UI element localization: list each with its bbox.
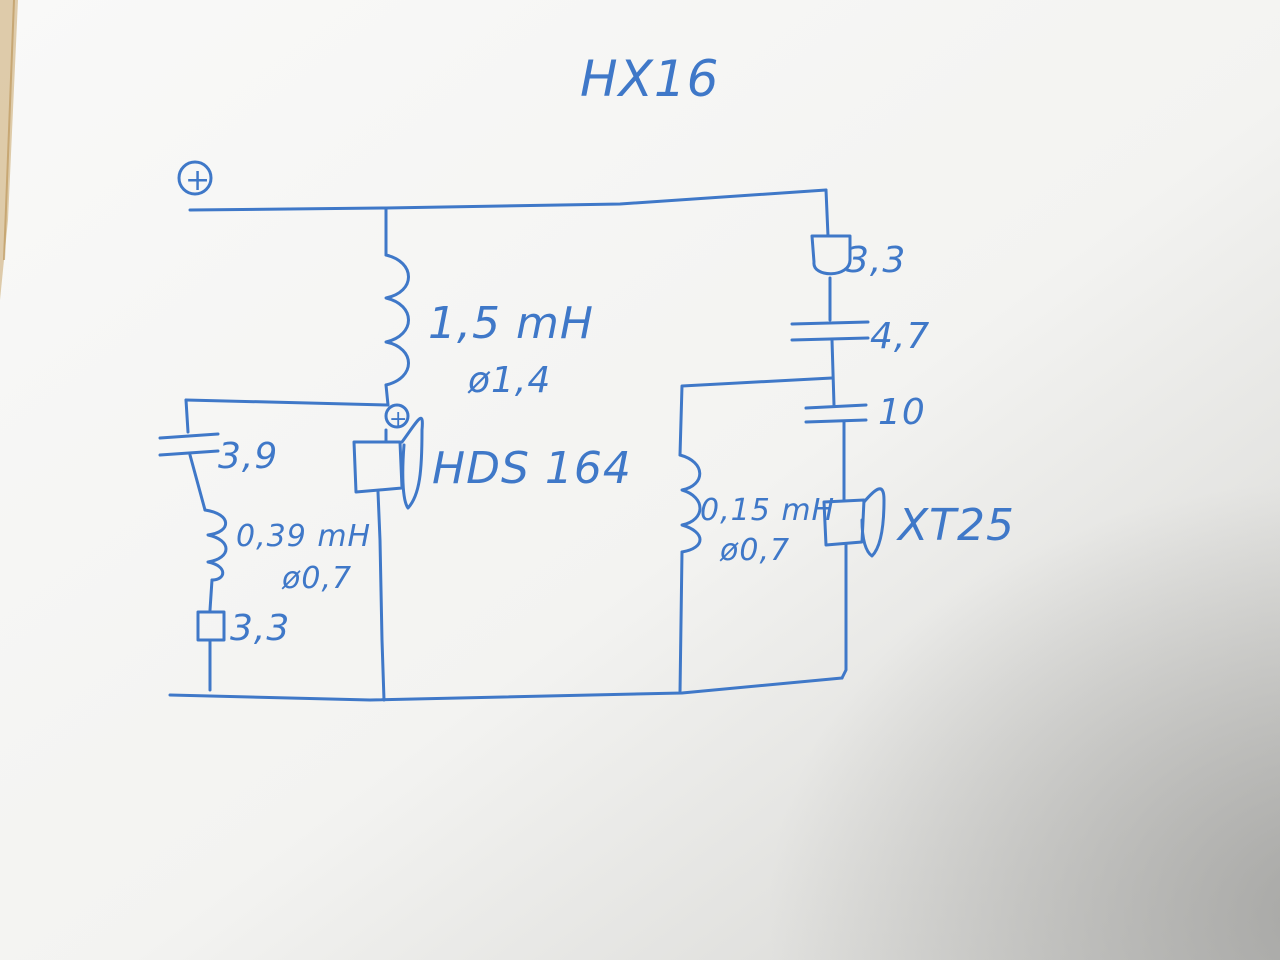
- zobel-inductor-value: 0,39 mH: [236, 519, 371, 554]
- svg-text:+: +: [389, 407, 408, 432]
- zobel-inductor-wire: ø0,7: [281, 561, 352, 596]
- tweeter-capacitor-2-value: 10: [878, 392, 926, 433]
- tweeter-resistor-value: 3,3: [846, 240, 906, 281]
- woofer-label: HDS 164: [432, 443, 632, 494]
- tweeter-shunt-rail: [678, 376, 834, 457]
- woofer-speaker-icon: [352, 416, 424, 702]
- tweeter-branch: 3,3 4,7 10 0,15 mH ø0,7: [678, 188, 930, 695]
- tweeter-inductor-wire: ø0,7: [719, 533, 790, 568]
- zobel-resistor-body: [196, 610, 226, 642]
- zobel-branch: 3,9 0,39 mH ø0,7 3,3: [158, 398, 371, 692]
- schematic-title: HX16: [580, 50, 719, 108]
- tweeter-capacitor-1-plate-top: [790, 320, 870, 326]
- zobel-capacitor-plate-bottom: [158, 449, 220, 457]
- tweeter-label: XT25: [896, 500, 1015, 551]
- tweeter-capacitor-1-plate-bottom: [790, 336, 870, 342]
- tweeter-capacitor-1-value: 4,7: [870, 316, 930, 357]
- main-inductor: 1,5 mH ø1,4: [384, 206, 594, 407]
- tweeter-inductor-value: 0,15 mH: [700, 493, 835, 528]
- positive-symbol: +: [185, 163, 211, 198]
- tweeter-resistor-body: [810, 234, 852, 276]
- main-inductor-wire: ø1,4: [467, 360, 551, 401]
- positive-rail: [188, 188, 828, 212]
- zobel-capacitor-plate-top: [158, 432, 220, 440]
- woofer-polarity-mark: +: [384, 403, 410, 432]
- woofer-node-rail: [184, 398, 390, 407]
- tweeter-shunt-coil: [678, 453, 702, 554]
- tweeter-speaker-icon: [822, 487, 886, 680]
- main-inductor-value: 1,5 mH: [428, 298, 594, 349]
- ground-rail: [168, 676, 844, 702]
- tweeter-capacitor-2-plate-top: [804, 403, 868, 410]
- zobel-capacitor-value: 3,9: [218, 436, 278, 477]
- zobel-inductor-coil: [203, 508, 228, 582]
- zobel-resistor-value: 3,3: [230, 608, 290, 649]
- positive-terminal: +: [177, 160, 213, 198]
- tweeter-capacitor-2-plate-bottom: [804, 418, 868, 424]
